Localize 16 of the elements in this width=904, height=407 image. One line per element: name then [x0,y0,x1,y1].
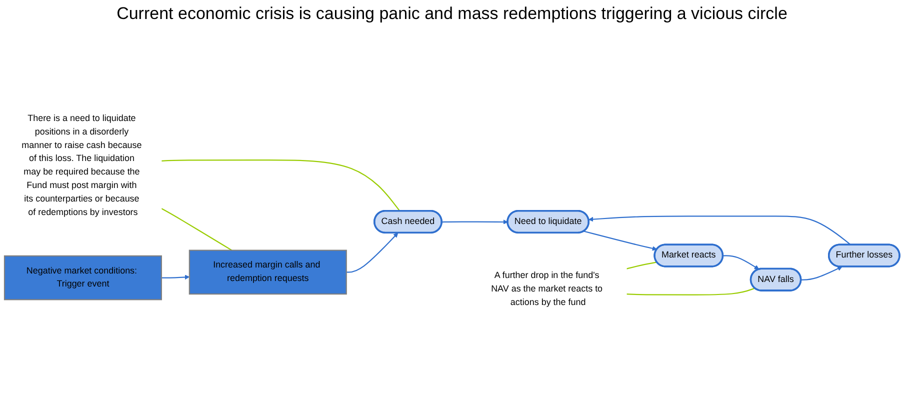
arrow [161,275,190,280]
node-box: Negative market conditions: Trigger event [4,256,162,301]
connector [161,208,232,252]
node-text: There is a need to liquidate positions in a disorderly manner to raise cash because of this loss. The liquidation may be required because the Fund must post margin with its counterparties or because of redemptions by investors [22,114,142,218]
node-box: Increased margin calls and redemption requests [188,250,347,295]
arrow [442,220,508,225]
node-text: A further drop in the fund's NAV as the market reacts to actions by the fund [491,271,603,308]
arrow [588,216,852,246]
connector [626,262,658,270]
connector [626,288,756,296]
arrow [722,256,760,270]
arrow [584,231,658,252]
arrow [346,233,398,274]
connector [161,160,400,212]
diagram-title: Current economic crisis is causing panic and mass redemptions triggering a vicious circle [116,4,788,24]
arrow [801,266,842,281]
